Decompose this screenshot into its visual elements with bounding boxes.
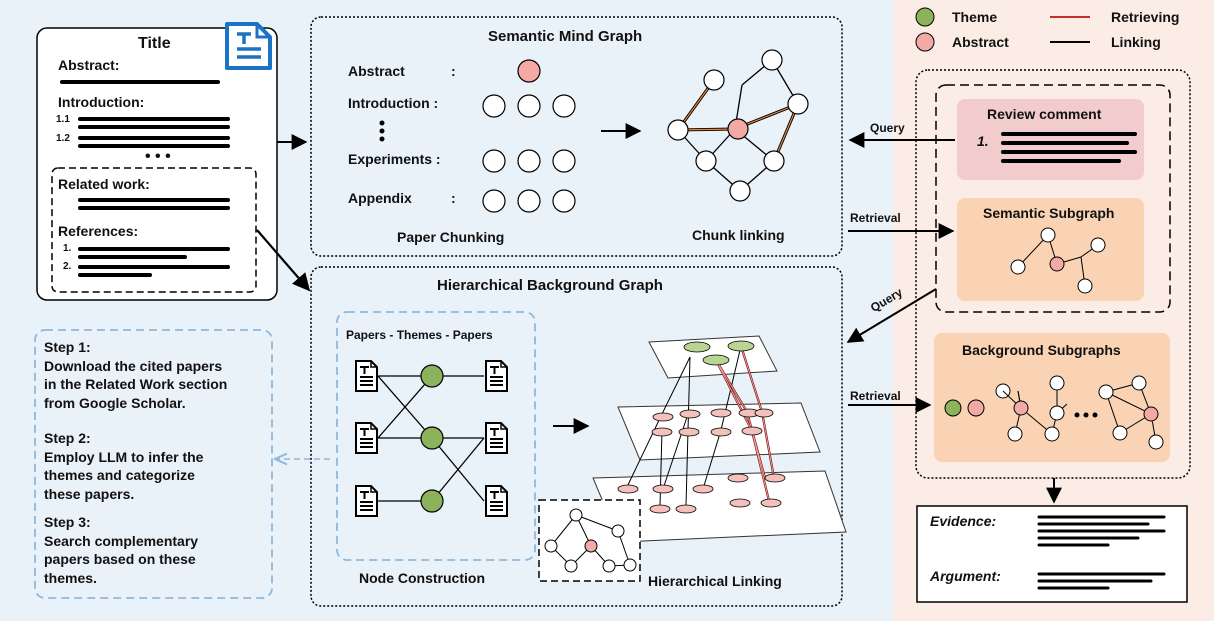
hierarchical-linking-label: Hierarchical Linking [648,573,782,589]
legend-theme-label: Theme [952,9,998,25]
section-number: 1.1 [56,114,70,125]
retrieval-label: Retrieval [850,389,901,403]
paper-introduction-label: Introduction: [58,94,145,110]
related-work-label: Related work: [58,176,150,192]
chunk-linking-label: Chunk linking [692,227,785,243]
legend [915,7,1090,52]
chunk-label-introduction: Introduction : [348,95,439,111]
argument-label: Argument: [930,568,1001,584]
review-comment-number: 1. [977,133,989,149]
background-subgraphs-box [934,333,1170,462]
theme-nodes [420,364,444,513]
paper-ellipsis: • • • [145,148,171,165]
semantic-subgraph-box [957,198,1144,301]
paper-chunking-label: Paper Chunking [397,229,505,245]
legend-linking-label: Linking [1111,34,1161,50]
paper-title: Title [138,35,171,52]
step-1-text: Step 1: Download the cited papers in the… [44,339,228,411]
background-subgraphs-title: Background Subgraphs [962,342,1121,358]
semantic-subgraph-title: Semantic Subgraph [983,205,1115,221]
section-number: 1.2 [56,133,70,144]
chunk-label-abstract: Abstract [348,63,405,79]
evidence-label: Evidence: [930,513,997,529]
chunk-label-colon: : [451,190,456,206]
step-3-text: Step 3: Search complementary papers base… [44,514,199,586]
retrieval-label: Retrieval [850,211,901,225]
chunk-nodes [482,59,576,213]
paper-abstract-label: Abstract: [58,57,120,73]
paper-theme-edges [377,375,485,502]
legend-retrieving-label: Retrieving [1111,9,1180,25]
papers-themes-papers-label: Papers - Themes - Papers [346,328,493,342]
semantic-subgraph [1010,227,1106,294]
inset-graph [544,508,637,573]
chunk-label-appendix: Appendix [348,190,412,206]
reference-number: 1. [63,243,72,254]
query-group-box [935,84,1171,313]
background-subgraphs [944,375,1164,450]
legend-abstract-label: Abstract [952,34,1009,50]
paper-text-lines [60,80,230,148]
paper-document [36,27,278,301]
semantic-mind-graph-title: Semantic Mind Graph [488,28,643,45]
node-construction-label: Node Construction [359,570,485,586]
hierarchical-layers [592,335,847,543]
related-work-box [51,167,257,293]
chunk-linking-graph [667,49,809,202]
semantic-mind-graph-box [310,16,843,257]
node-construction-box [336,311,536,561]
references-label: References: [58,223,139,239]
paper-icon [225,22,272,70]
output-box [916,505,1188,603]
reference-number: 2. [63,261,72,272]
query-label: Query [870,121,905,135]
hierarchical-graph-title: Hierarchical Background Graph [437,277,663,294]
review-comment-title: Review comment [987,106,1102,122]
step-2-text: Step 2: Employ LLM to infer the themes a… [44,430,204,502]
chunk-label-experiments: Experiments : [348,151,441,167]
chunk-label-colon: : [451,63,456,79]
vertical-ellipsis [379,120,385,142]
steps-box [34,329,273,599]
hierarchical-background-graph-box [310,266,843,607]
